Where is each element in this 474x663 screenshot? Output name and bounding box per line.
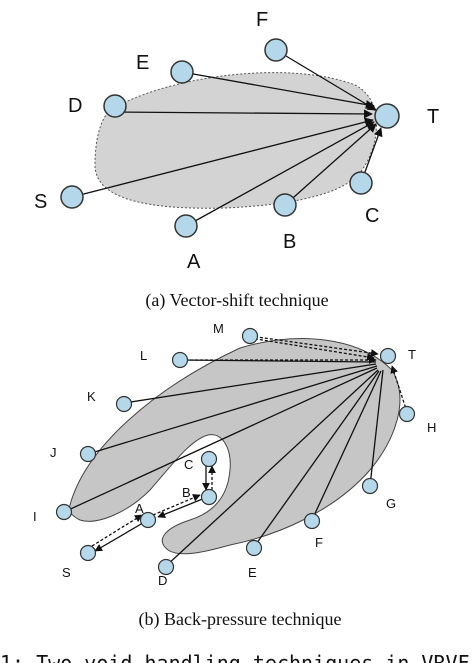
label-h: H xyxy=(427,420,436,435)
edge-b-a xyxy=(157,497,206,518)
edge-a-s xyxy=(94,519,149,552)
edge-s-t xyxy=(71,117,374,198)
edge-k-t xyxy=(123,363,377,404)
label-g: G xyxy=(386,496,396,511)
caption-a: (a) Vector-shift technique xyxy=(145,290,328,311)
label-e: E xyxy=(248,565,257,580)
label-m: M xyxy=(213,321,224,336)
node-c xyxy=(200,450,218,468)
label-j: J xyxy=(50,445,57,460)
label-a: A xyxy=(187,251,201,273)
void-region-a xyxy=(94,72,377,209)
label-s: S xyxy=(62,565,71,580)
edge-m-t xyxy=(249,335,379,357)
node-f xyxy=(264,38,288,62)
label-d: D xyxy=(158,573,167,588)
edge-e-t xyxy=(181,71,375,110)
label-t: T xyxy=(427,106,439,128)
void-region-b xyxy=(69,338,401,555)
edges-a xyxy=(71,49,383,227)
label-a: A xyxy=(135,501,144,516)
solid-edges-b xyxy=(63,359,384,567)
edge-h-t xyxy=(390,365,408,413)
label-c: C xyxy=(365,205,379,227)
node-j xyxy=(79,445,97,463)
node-e xyxy=(170,60,194,84)
node-m xyxy=(241,327,259,345)
node-e xyxy=(245,539,263,557)
node-g xyxy=(361,477,379,495)
node-l xyxy=(171,351,189,369)
node-h xyxy=(398,405,416,423)
node-d xyxy=(103,94,127,118)
edge-f-t xyxy=(275,49,377,111)
label-c: C xyxy=(184,457,193,472)
node-b xyxy=(200,488,218,506)
caption-b: (b) Back-pressure technique xyxy=(139,609,342,630)
node-a xyxy=(139,511,157,529)
node-t xyxy=(374,103,400,129)
edge-a-b xyxy=(152,494,201,516)
label-s: S xyxy=(34,191,47,213)
label-t: T xyxy=(408,347,416,362)
label-b: B xyxy=(182,485,191,500)
node-k xyxy=(115,395,133,413)
node-s xyxy=(79,544,97,562)
label-f: F xyxy=(256,9,268,31)
label-f: F xyxy=(315,535,323,550)
edge-a-t xyxy=(185,121,375,227)
edge-g-t xyxy=(369,369,384,487)
node-f xyxy=(303,512,321,530)
node-i xyxy=(55,503,73,521)
edge-e-t xyxy=(253,370,380,548)
label-e: E xyxy=(136,52,149,74)
edge-l-t-solid xyxy=(179,359,377,363)
node-t xyxy=(379,347,397,365)
edge-i-t xyxy=(63,367,378,513)
edge-m-t-2 xyxy=(249,337,375,361)
edge-f-t xyxy=(311,370,382,521)
label-l: L xyxy=(140,348,147,363)
backpressure-chain xyxy=(91,462,216,552)
node-b xyxy=(273,193,297,217)
node-s xyxy=(60,185,84,209)
edge-b-t xyxy=(284,123,377,206)
label-d: D xyxy=(68,95,82,117)
node-d xyxy=(157,558,175,576)
edge-d-t xyxy=(114,109,373,119)
label-k: K xyxy=(87,389,96,404)
edge-d-t xyxy=(165,369,379,567)
label-i: I xyxy=(33,509,37,524)
edge-j-t xyxy=(87,365,378,455)
node-a xyxy=(174,214,198,238)
panel-b-back-pressure: M L K J I A B C S D E F G H T (b) Back-p… xyxy=(33,321,436,630)
node-c xyxy=(349,171,373,195)
figure-caption: 1: Two void handling techniques in VRVF xyxy=(0,651,470,663)
panel-a-vector-shift: F E D S A B C T (a) Vector-shift techniq… xyxy=(34,9,439,311)
label-b: B xyxy=(283,231,296,253)
